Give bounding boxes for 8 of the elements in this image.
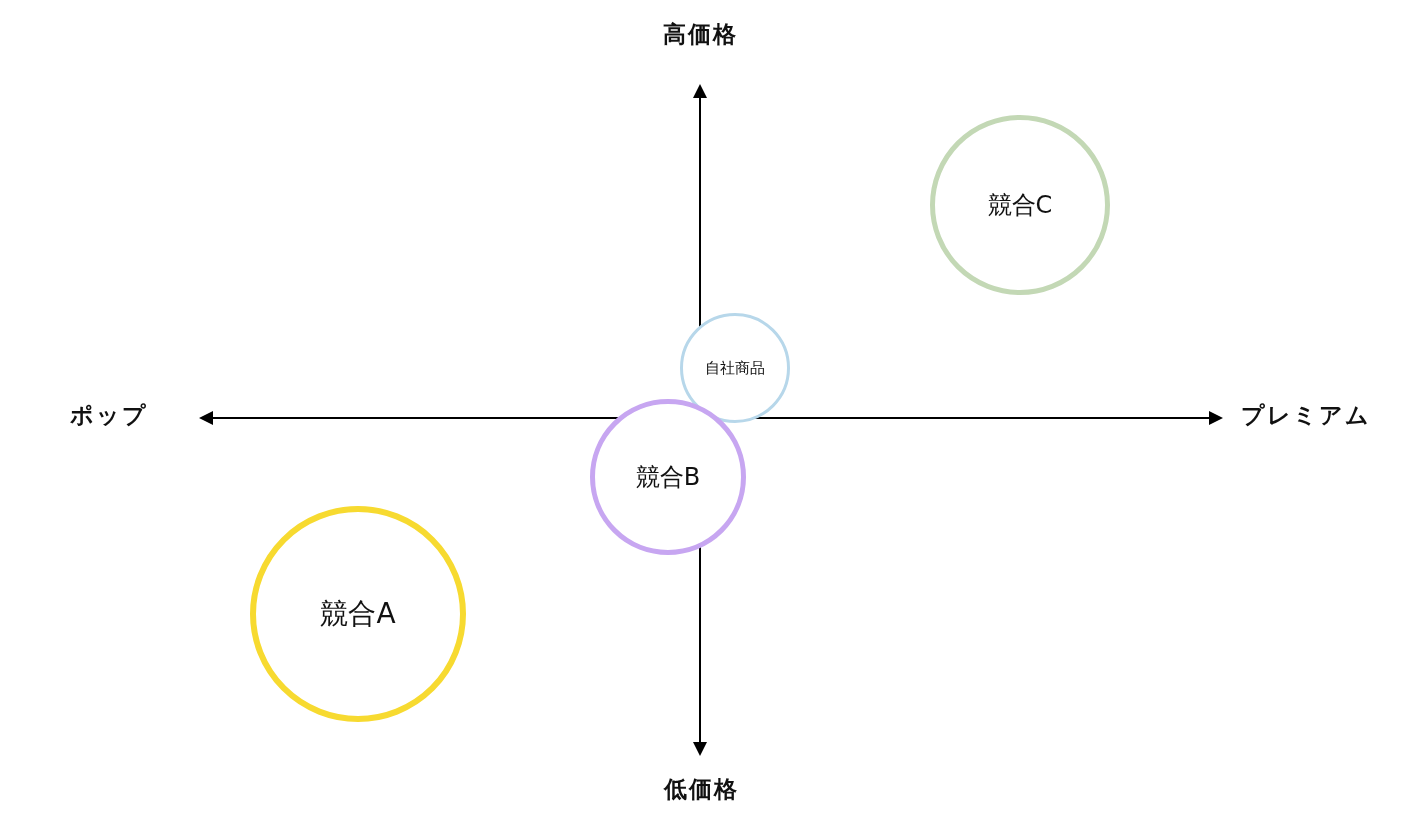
- bubble-label: 競合B: [635, 463, 701, 491]
- axis-label: プレミアム: [1241, 403, 1371, 429]
- bubble-label: 競合A: [320, 598, 396, 630]
- bubble-label: 競合C: [987, 191, 1053, 219]
- axis-label: ポップ: [70, 403, 148, 429]
- axis-label: 高価格: [662, 22, 738, 48]
- axis-label: 低価格: [663, 777, 739, 803]
- bubble-label: 自社商品: [705, 359, 765, 377]
